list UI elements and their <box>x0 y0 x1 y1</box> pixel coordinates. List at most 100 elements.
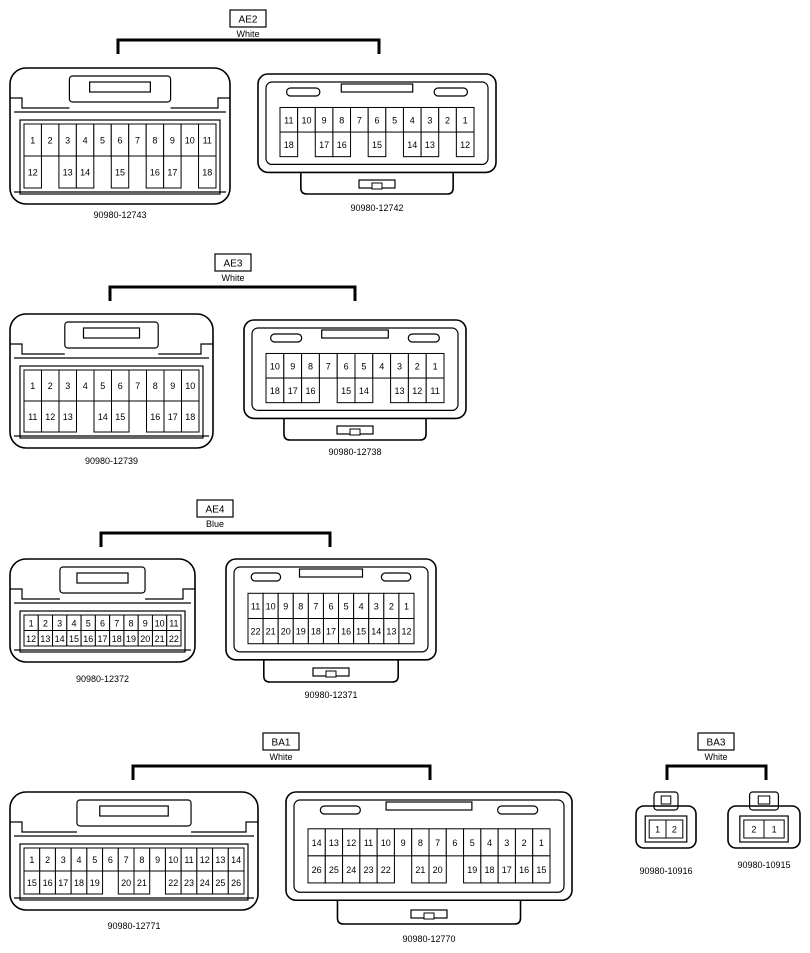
housing-edge <box>145 588 195 600</box>
pin-number: 13 <box>215 855 225 865</box>
lock-key <box>371 182 383 190</box>
pin-number: 13 <box>425 140 435 150</box>
pin-number: 7 <box>357 115 362 125</box>
pin-number: 22 <box>381 865 391 875</box>
pin-number: 15 <box>27 878 37 888</box>
pin-number: 12 <box>346 838 356 848</box>
lock-housing <box>300 172 454 195</box>
lock-housing <box>336 900 522 925</box>
pin-number: 11 <box>430 386 439 396</box>
part-number: 90980-12771 <box>107 921 160 931</box>
pin-number: 6 <box>100 618 105 628</box>
pin-number: 2 <box>522 838 527 848</box>
pin-number: 22 <box>168 878 178 888</box>
pin-cell <box>181 400 200 433</box>
pin-number: 5 <box>470 838 475 848</box>
terminal-cavity <box>739 815 789 843</box>
guide-slot <box>340 83 414 93</box>
pin-number: 13 <box>63 168 73 178</box>
pin-number: 17 <box>319 140 329 150</box>
part-number: 90980-12739 <box>85 456 138 466</box>
lock-latch <box>99 805 169 817</box>
lock-tab <box>76 799 192 827</box>
pin-number: 9 <box>143 618 148 628</box>
pin-cell <box>198 155 217 189</box>
housing-edge <box>10 97 70 109</box>
pin-number: 24 <box>346 865 356 875</box>
pin-number: 14 <box>359 386 369 396</box>
pin-number: 12 <box>401 627 411 637</box>
pin-number: 18 <box>270 386 280 396</box>
group-bracket <box>99 531 332 547</box>
pin-number: 1 <box>29 618 34 628</box>
pin-number: 13 <box>63 412 73 422</box>
pin-number: 14 <box>371 627 381 637</box>
guide-slot <box>385 801 473 811</box>
pin-number: 9 <box>170 136 175 146</box>
pin-number: 14 <box>312 838 322 848</box>
pin-number: 4 <box>83 381 88 391</box>
pin-number: 10 <box>301 115 311 125</box>
pin-number: 4 <box>359 601 364 611</box>
pin-number: 2 <box>43 618 48 628</box>
group-bracket <box>116 38 381 54</box>
group-color: White <box>704 752 727 762</box>
pin-number: 11 <box>184 855 193 865</box>
pin-number: 15 <box>536 865 546 875</box>
pin-number: 12 <box>26 634 36 644</box>
pin-number: 8 <box>153 381 158 391</box>
pin-number: 13 <box>386 627 396 637</box>
pin-cell <box>332 131 352 158</box>
pin-number: 8 <box>308 361 313 371</box>
pin-number: 15 <box>372 140 382 150</box>
part-number: 90980-12742 <box>350 203 403 213</box>
pin-cell <box>425 377 445 404</box>
inner-frame <box>265 81 489 166</box>
pin-number: 21 <box>266 627 276 637</box>
connector-housing <box>257 73 497 174</box>
guide-slot <box>380 572 412 582</box>
pin-gap <box>320 381 337 403</box>
guide-slot <box>321 329 389 339</box>
lock-housing <box>283 418 427 441</box>
pin-number: 17 <box>326 627 336 637</box>
lock-latch <box>660 795 672 805</box>
part-number: 90980-10915 <box>737 860 790 870</box>
group-color: White <box>236 29 259 39</box>
pin-number: 11 <box>364 838 373 848</box>
pin-cell <box>279 131 299 158</box>
pin-number: 3 <box>65 136 70 146</box>
inner-frame <box>233 566 429 653</box>
pin-number: 7 <box>114 618 119 628</box>
pin-gap <box>447 858 463 883</box>
pin-number: 2 <box>445 115 450 125</box>
pin-number: 6 <box>374 115 379 125</box>
housing-edge <box>10 588 60 600</box>
group-label-box <box>196 499 234 518</box>
pin-number: 19 <box>296 627 306 637</box>
pin-number: 16 <box>305 386 315 396</box>
pin-number: 7 <box>435 838 440 848</box>
part-number: 90980-12743 <box>93 210 146 220</box>
part-number: 90980-12738 <box>328 447 381 457</box>
lock-latch <box>82 327 141 339</box>
group-label-box <box>262 732 300 751</box>
housing-edge <box>170 97 230 109</box>
pin-gap <box>351 135 368 157</box>
lock-latch <box>76 572 129 584</box>
pin-cell <box>86 870 104 895</box>
pin-number: 9 <box>290 361 295 371</box>
housing-edge <box>10 821 77 833</box>
connector-housing <box>635 805 697 849</box>
pin-number: 15 <box>115 412 125 422</box>
pin-number: 19 <box>467 865 477 875</box>
group-label-box <box>214 253 252 272</box>
pin-number: 6 <box>344 361 349 371</box>
pin-cell <box>398 618 415 645</box>
group-label-box <box>229 9 267 28</box>
pin-cell <box>367 131 387 158</box>
pin-number: 13 <box>40 634 50 644</box>
